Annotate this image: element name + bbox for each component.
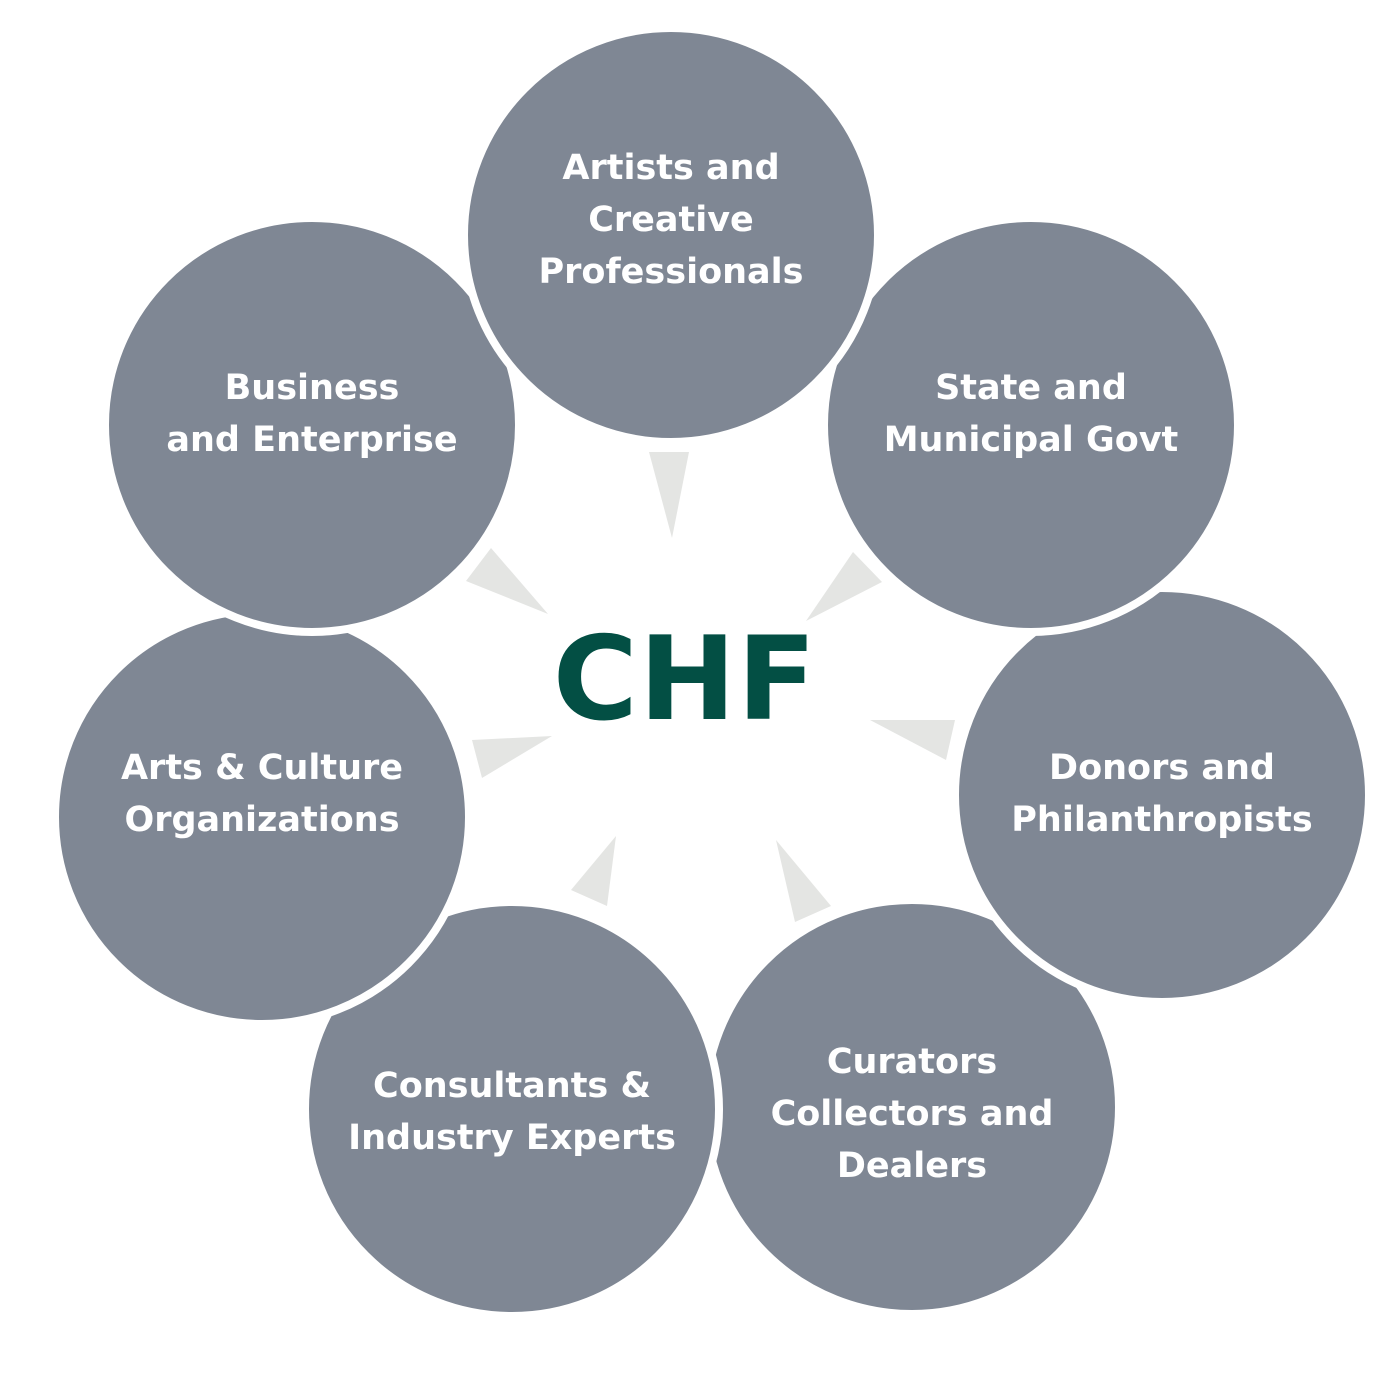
node-label-government: State and Municipal Govt [883, 368, 1179, 460]
node-label-consultants: Consultants & Industry Experts [348, 1066, 676, 1158]
center-label: CHF [552, 612, 818, 747]
node-arts-orgs: Arts & Culture Organizations [51, 606, 473, 1028]
node-label-arts-orgs: Arts & Culture Organizations [120, 748, 404, 840]
arrow-from-government [806, 552, 882, 621]
arrow-from-consultants [571, 836, 616, 906]
node-label-donors: Donors and Philanthropists [1011, 748, 1313, 840]
arrow-from-arts-orgs [472, 736, 552, 778]
arrow-from-business [466, 548, 548, 614]
node-donors: Donors and Philanthropists [951, 584, 1373, 1006]
node-business: Business and Enterprise [101, 214, 523, 636]
node-label-artists: Artists and Creative Professionals [538, 148, 804, 292]
node-label-curators: Curators Collectors and Dealers [770, 1042, 1054, 1186]
node-label-business: Business and Enterprise [166, 368, 458, 460]
arrow-from-artists [649, 452, 689, 538]
node-government: State and Municipal Govt [820, 214, 1242, 636]
arrow-from-curators [776, 840, 831, 922]
node-artists: Artists and Creative Professionals [460, 24, 882, 446]
arrow-from-donors [870, 720, 955, 760]
